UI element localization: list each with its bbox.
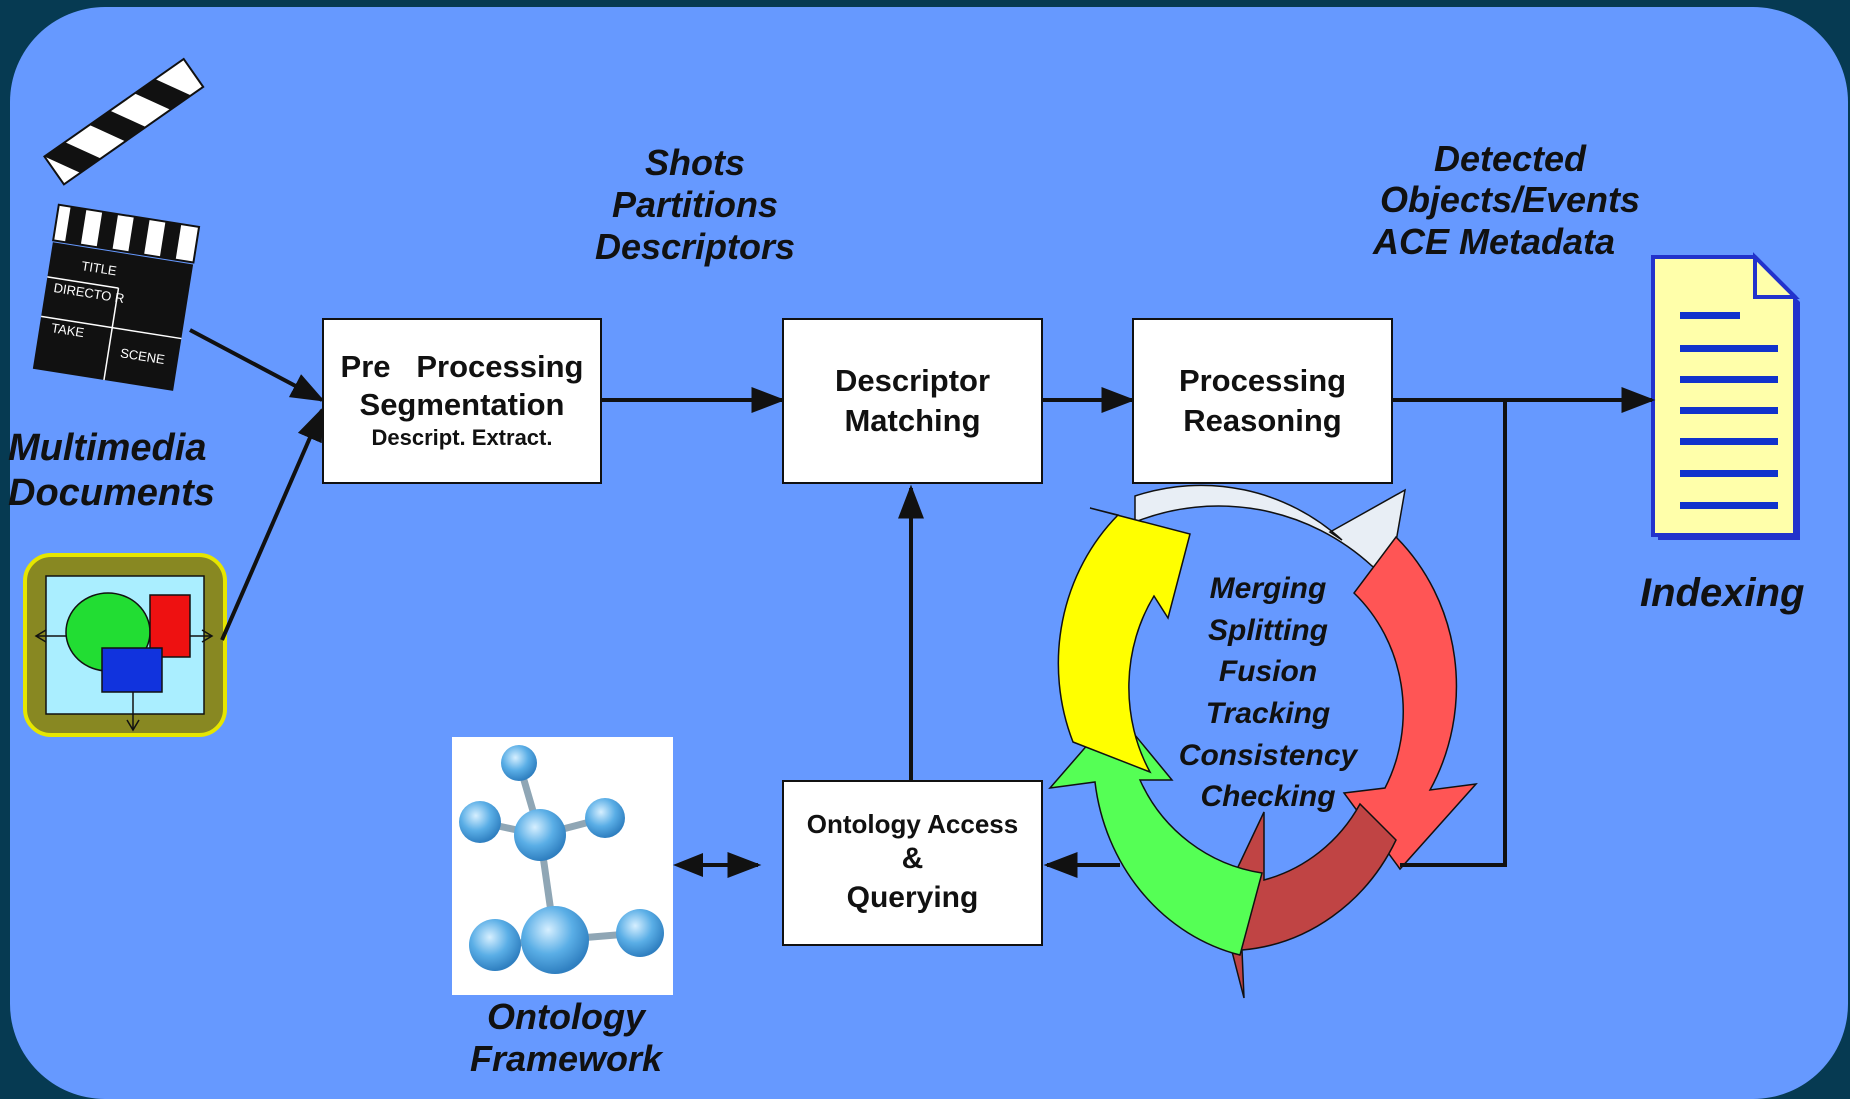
matching-line1: Descriptor xyxy=(834,362,991,398)
processing-reasoning-box: Processing Reasoning xyxy=(1132,318,1393,484)
ontology-access-amp: & xyxy=(901,842,924,876)
cycle-checking: Checking xyxy=(1200,780,1336,814)
reasoning-line2: Reasoning xyxy=(1183,403,1342,438)
descriptor-matching-box: Descriptor Matching xyxy=(782,318,1043,484)
image-icon xyxy=(23,553,227,737)
clapboard-take: TAKE xyxy=(50,320,85,340)
shots-line2: Partitions xyxy=(611,184,779,226)
molecule-icon xyxy=(452,737,673,995)
preprocessing-box: Pre Processing Segmentation Descript. Ex… xyxy=(322,318,602,484)
cycle-arrows-icon xyxy=(1048,484,1478,999)
ontology-access-box: Ontology Access & Querying xyxy=(782,780,1043,946)
detected-line3: ACE Metadata xyxy=(1373,220,1616,262)
shots-line3: Descriptors xyxy=(594,226,796,268)
detected-line2: Objects/Events xyxy=(1379,179,1641,221)
indexing-label: Indexing xyxy=(1640,571,1805,615)
framework-line2: Framework xyxy=(469,1038,663,1080)
document-icon xyxy=(1651,252,1800,540)
arrow-clapboard-to-preprocessing xyxy=(189,328,326,402)
ontology-access-line1: Ontology Access xyxy=(806,808,1019,839)
ontology-framework-label: Ontology Framework xyxy=(446,996,686,1080)
shots-partitions-label: Shots Partitions Descriptors xyxy=(560,142,830,268)
detected-line1: Detected xyxy=(1433,138,1587,179)
clapboard-icon: TITLE DIRECTO R TAKE SCENE xyxy=(32,57,205,391)
multimedia-documents-label: Multimedia Documents xyxy=(8,426,215,516)
cycle-operations-label: Merging Splitting Fusion Tracking Consis… xyxy=(1148,568,1388,818)
cycle-splitting: Splitting xyxy=(1208,613,1328,647)
cycle-consistency: Consistency xyxy=(1178,738,1358,772)
multimedia-line1: Multimedia xyxy=(8,427,207,469)
preprocessing-extract: Descript. Extract. xyxy=(371,424,553,450)
detected-objects-label: Detected Objects/Events ACE Metadata xyxy=(1360,138,1660,262)
cycle-tracking: Tracking xyxy=(1205,697,1331,731)
preprocessing-segmentation: Segmentation xyxy=(359,386,565,422)
clapboard-scene: SCENE xyxy=(119,345,166,367)
ontology-access-line3: Querying xyxy=(846,880,979,914)
clapboard-title: TITLE xyxy=(80,258,118,278)
arrow-image-to-preprocessing xyxy=(220,406,324,641)
preprocessing-title: Pre Processing xyxy=(340,349,584,385)
framework-line1: Ontology xyxy=(487,996,645,1037)
cycle-fusion: Fusion xyxy=(1218,655,1318,689)
shots-line1: Shots xyxy=(644,142,745,183)
feedback-line xyxy=(1400,400,1507,867)
cycle-merging: Merging xyxy=(1209,572,1327,605)
reasoning-line1: Processing xyxy=(1178,362,1347,398)
multimedia-line2: Documents xyxy=(8,471,215,514)
matching-line2: Matching xyxy=(844,403,981,438)
